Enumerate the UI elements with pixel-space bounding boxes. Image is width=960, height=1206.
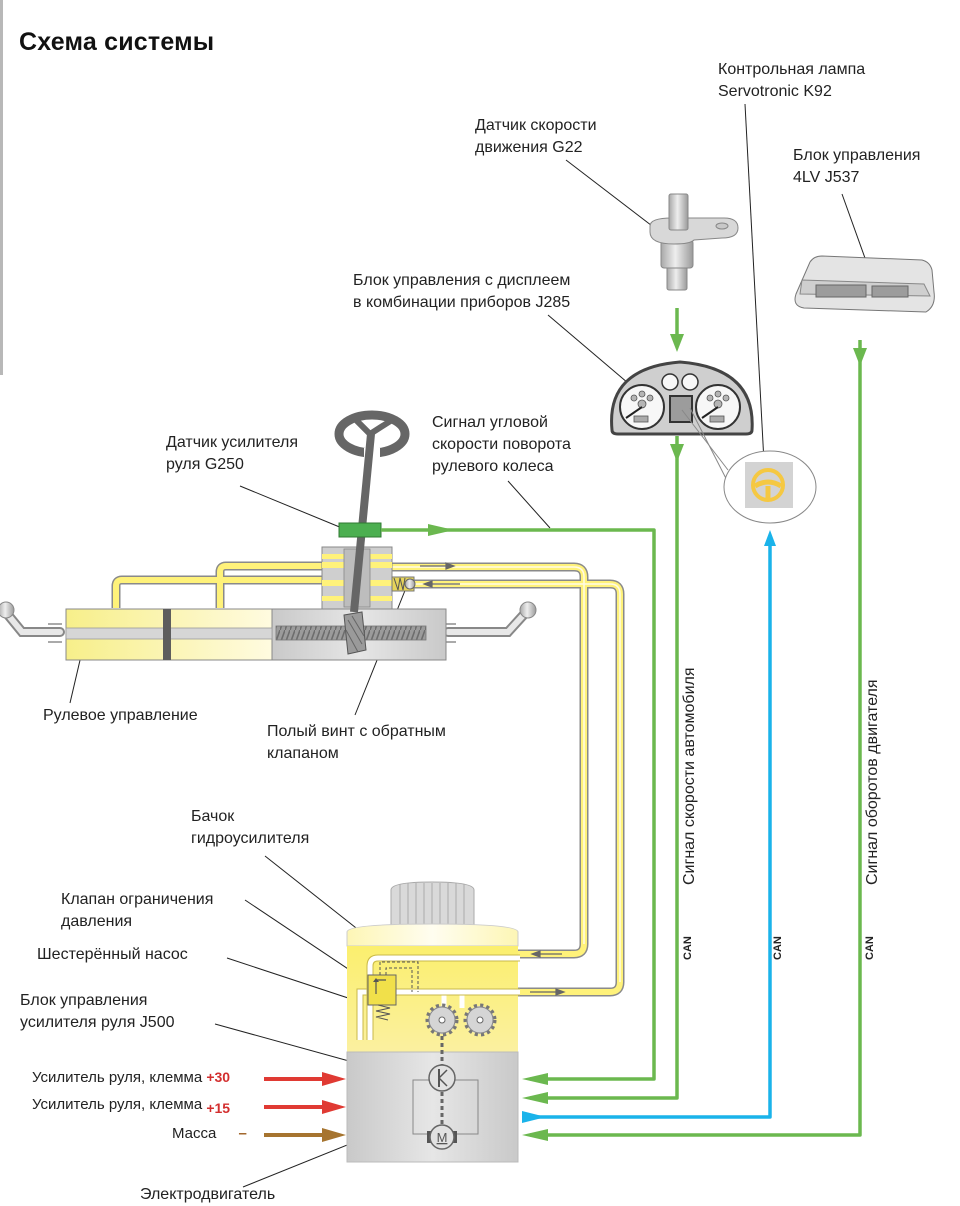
label-j537-line2: 4LV J537 [793,169,860,186]
speed-sensor-g22-icon [649,193,739,291]
label-j285-line2: в комбинации приборов J285 [353,294,571,311]
label-g250-line2: руля G250 [166,456,244,473]
leader-reservoir [264,855,366,936]
leader-j500 [214,1023,368,1067]
label-j500-line2: усилителя руля J500 [20,1014,175,1031]
label-j500-line1: Блок управления [20,992,148,1009]
label-j537: Блок управления 4LV J537 [793,145,920,189]
steering-rack [0,601,537,661]
label-pressure-valve: Клапан ограничения давления [61,889,213,933]
leader-lines [69,103,871,1188]
leader-motor [242,1136,368,1188]
label-steering-signal-line1: Сигнал угловой [432,414,548,431]
label-motor: Электродвигатель [140,1186,276,1203]
label-reservoir-line2: гидроусилителя [191,830,310,847]
hydraulic-lines [111,561,625,1040]
terminal-30-value: +30 [206,1069,231,1085]
label-pressure-valve-line1: Клапан ограничения [61,891,214,908]
terminal-ground-label: Масса [172,1125,217,1142]
leader-k92 [744,103,767,501]
label-gear-pump: Шестерённый насос [37,946,188,963]
pressure-relief-valve-icon [367,961,419,1021]
leader-g250 [239,485,343,529]
label-steering-signal: Сигнал угловой скорости поворота рулевог… [432,412,571,478]
label-g22-line1: Датчик скорости [475,117,597,134]
label-g250: Датчик усилителя руля G250 [166,432,298,476]
label-k92-line2: Servotronic K92 [718,83,832,100]
label-j285-line1: Блок управления с дисплеем [353,272,571,289]
label-vehicle-speed-signal: Сигнал скорости автомобиля [681,667,698,885]
label-g22: Датчик скорости движения G22 [475,115,597,159]
label-can-2: CAN [772,936,784,960]
engine-ecu-j537-icon [794,255,935,313]
electric-motor-icon: M [427,1124,457,1150]
wire-warning-lamp [530,540,772,1119]
warning-lamp-k92-callout [681,407,817,524]
label-j500: Блок управления усилителя руля J500 [20,990,175,1034]
label-engine-rpm-signal: Сигнал оборотов двигателя [864,679,881,885]
power-arrows [264,1072,346,1142]
terminal-30-label: Усилитель руля, клемма [32,1069,203,1086]
label-steering-signal-line3: рулевого колеса [432,458,554,475]
signal-wires [381,308,862,1137]
terminal-ground-value: – [238,1125,247,1142]
label-reservoir: Бачок гидроусилителя [191,806,309,850]
leader-steering-signal [507,480,551,529]
label-hollow-screw-line1: Полый винт с обратным [267,723,446,740]
wire-steering-rate [381,528,656,1081]
terminal-15: Усилитель руля, клемма +15 [32,1096,231,1116]
gear-pump-icon [425,1003,497,1037]
wire-engine-rpm [530,340,862,1137]
flow-arrows [420,562,566,996]
label-hollow-screw: Полый винт с обратным клапаном [267,721,446,765]
label-j285: Блок управления с дисплеем в комбинации … [353,270,570,314]
signal-arrows [428,334,867,1141]
label-j537-line1: Блок управления [793,147,921,164]
label-g22-line2: движения G22 [475,139,583,156]
label-pressure-valve-line2: давления [61,913,133,930]
page-title: Схема системы [19,28,215,56]
label-k92: Контрольная лампа Servotronic K92 [718,59,865,103]
label-hollow-screw-line2: клапаном [267,745,339,762]
wire-vehicle-speed [530,436,679,1100]
terminal-30: Усилитель руля, клемма +30 [32,1069,230,1086]
pump-unit: M [346,881,520,1163]
label-k92-line1: Контрольная лампа [718,61,866,78]
label-steering-signal-line2: скорости поворота [432,436,571,453]
motor-symbol: M [437,1130,448,1145]
terminal-15-label: Усилитель руля, клемма [32,1096,203,1113]
instrument-cluster-j285-icon [610,360,754,436]
label-steering-gear: Рулевое управление [43,707,198,724]
steering-wheel-lamp-icon [751,468,785,502]
terminal-15-value: +15 [206,1100,231,1116]
terminal-ground: Масса – [172,1125,247,1142]
label-reservoir-line1: Бачок [191,808,235,825]
steering-sensor-g250-icon [338,522,382,538]
label-can-1: CAN [682,936,694,960]
check-valve-ball-icon [404,578,416,590]
leader-g22 [565,159,661,233]
label-g250-line1: Датчик усилителя [166,434,298,451]
label-can-3: CAN [864,936,876,960]
transistor-icon [428,1064,456,1092]
leader-j285 [547,314,629,384]
page-edge-bar [0,0,3,375]
